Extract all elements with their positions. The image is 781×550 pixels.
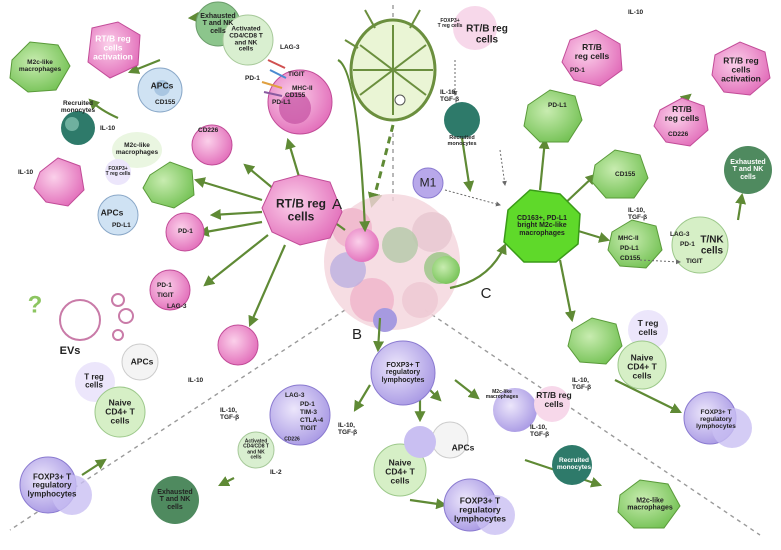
b-il2-label: IL-2 [270, 470, 282, 477]
b-tigit-label: TIGIT [300, 426, 317, 433]
a-il10-label: IL-10 [100, 126, 115, 133]
c-exhausted-label: Exhausted T and NK cells [730, 159, 765, 181]
b-apcs-label: APCs [452, 444, 475, 453]
a-question-label: ? [28, 292, 43, 317]
c-rtb-top-label: RT/B reg cells [466, 25, 508, 46]
c-il10-tgfb-3-label: IL-10, TGF-β [572, 378, 591, 392]
c-mhc2-label: MHC-II [618, 236, 639, 243]
recruited-monocyte-c [444, 102, 480, 138]
pink-cell-bottom [218, 325, 258, 365]
section-b-label: B [352, 327, 362, 343]
c-rtb-cd226-label: RT/B reg cells [665, 105, 700, 123]
c-il10-tgfb-label: IL-10, TGF-β [440, 90, 459, 104]
green-cell-c-bottom [568, 318, 622, 364]
a-naive-label: Naive CD4+ T cells [105, 399, 135, 426]
a-foxp3-out-label: FOXP3+ T regulatory lymphocytes [28, 473, 77, 498]
c-foxp3-out-label: FOXP3+ T regulatory lymphocytes [696, 410, 736, 430]
a-il10b-label: IL-10 [18, 170, 33, 177]
pink-cell-left [34, 158, 84, 206]
a-lag3-label: LAG-3 [280, 45, 300, 52]
b-m2c-small-label: M2c-like macrophages [486, 390, 519, 401]
c-pd1-label: PD-1 [570, 68, 585, 75]
a-treg-label: T reg cells [84, 374, 104, 391]
c-il10-top-label: IL-10 [628, 10, 643, 17]
a-m2c-small-label: M2c-like macrophages [116, 143, 158, 157]
b-exhausted-label: Exhausted T and NK cells [157, 489, 192, 511]
b-activated-label: Activated CD4/CD8 T and NK cells [243, 440, 269, 461]
recruited-monocyte [61, 111, 95, 145]
a-pdl1-label: PD-L1 [272, 100, 291, 107]
b-naive-label: Naive CD4+ T cells [385, 459, 415, 486]
b-lag3-label: LAG-3 [285, 393, 305, 400]
a-pd1b-label: PD-1 [178, 229, 193, 236]
a-rtb-activation-label: RT/B reg cells activation [93, 35, 133, 62]
a-pd1c-label: PD-1 [157, 283, 172, 290]
m1-label: M1 [420, 177, 437, 190]
c-treg-label: T reg cells [638, 319, 659, 337]
green-cell-left [143, 162, 194, 208]
a-evs-label: EVs [60, 346, 81, 358]
a-apc-cd155-label: CD155 [155, 100, 175, 107]
a-apcs-c-label: APCs [131, 358, 154, 367]
panel-c [413, 6, 772, 448]
c-cd226-label: CD226 [668, 132, 688, 139]
apc-cell-b [432, 422, 468, 458]
tumor-mass [324, 194, 460, 332]
c-naive-label: Naive CD4+ T cells [627, 354, 657, 381]
a-il10c-label: IL-10 [188, 378, 203, 385]
c-cd155-label: CD155 [615, 172, 635, 179]
section-c-label: C [481, 286, 492, 302]
b-tim3-label: TIM-3 [300, 410, 317, 417]
a-apc-pdl1-label: PD-L1 [112, 223, 131, 230]
c-tnk-label: T/NK cells [700, 236, 723, 257]
c-rtb-activation-label: RT/B reg cells activation [721, 57, 761, 84]
macrophage-hub-label: CD163+, PD-L1 bright M2c-like macrophage… [517, 215, 567, 237]
section-a-label: A [332, 197, 342, 213]
c-il10-tgfb-2-label: IL-10, TGF-β [628, 208, 647, 222]
c-pdl1-label: PD-L1 [548, 103, 567, 110]
c-lag3-label: LAG-3 [670, 232, 690, 239]
a-foxp3-small-label: FOXP3+ T reg cells [106, 167, 131, 178]
pdl1-green-cell [524, 90, 582, 142]
a-tigit-label: TIGIT [288, 72, 305, 79]
a-lag3c-label: LAG-3 [167, 304, 187, 311]
b-il10-tgfb-label: IL-10, TGF-β [220, 408, 239, 422]
a-cd226-label: CD226 [198, 128, 218, 135]
c-recruited-label: Recruited monocytes [447, 136, 476, 148]
a-apcs-label: APCs [151, 82, 174, 91]
b-foxp3-out-label: FOXP3+ T regulatory lymphocytes [454, 497, 506, 524]
foxp3-hub-label: FOXP3+ T regulatory lymphocytes [382, 362, 425, 384]
c-pd1b-label: PD-1 [680, 242, 695, 249]
c-cd155b-label: CD155 [620, 256, 640, 263]
a-tigitc-label: TIGIT [157, 293, 174, 300]
c-tigit-label: TIGIT [686, 259, 703, 266]
b-pd1-label: PD-1 [300, 402, 315, 409]
b-ctla4-label: CTLA-4 [300, 418, 323, 425]
a-m2c-label: M2c-like macrophages [19, 60, 61, 74]
b-il10-tgfb-2-label: IL-10, TGF-β [338, 423, 357, 437]
b-recruited-label: Recruited monocytes [557, 458, 591, 472]
evs-vesicles [60, 294, 133, 340]
a-recruited-label: Recruited monocytes [61, 101, 95, 115]
rtb-hub-label: RT/B reg cells [276, 197, 326, 222]
b-il10-tgfb-3-label: IL-10, TGF-β [530, 425, 549, 439]
c-pdl1b-label: PD-L1 [620, 246, 639, 253]
b-m2c-label: M2c-like macrophages [627, 498, 673, 513]
a-pd1-label: PD-1 [245, 76, 260, 83]
purple-cell-b [404, 426, 436, 458]
b-rtb-label: RT/B reg cells [536, 391, 571, 409]
a-apcs-b-label: APCs [101, 209, 124, 218]
c-foxp3-small-label: FOXP3+ T reg cells [438, 19, 463, 30]
a-activated-label: Activated CD4/CD8 T and NK cells [229, 26, 263, 53]
c-rtb-pd1-label: RT/B reg cells [575, 43, 610, 61]
b-cd226-label: CD226 [284, 437, 300, 442]
